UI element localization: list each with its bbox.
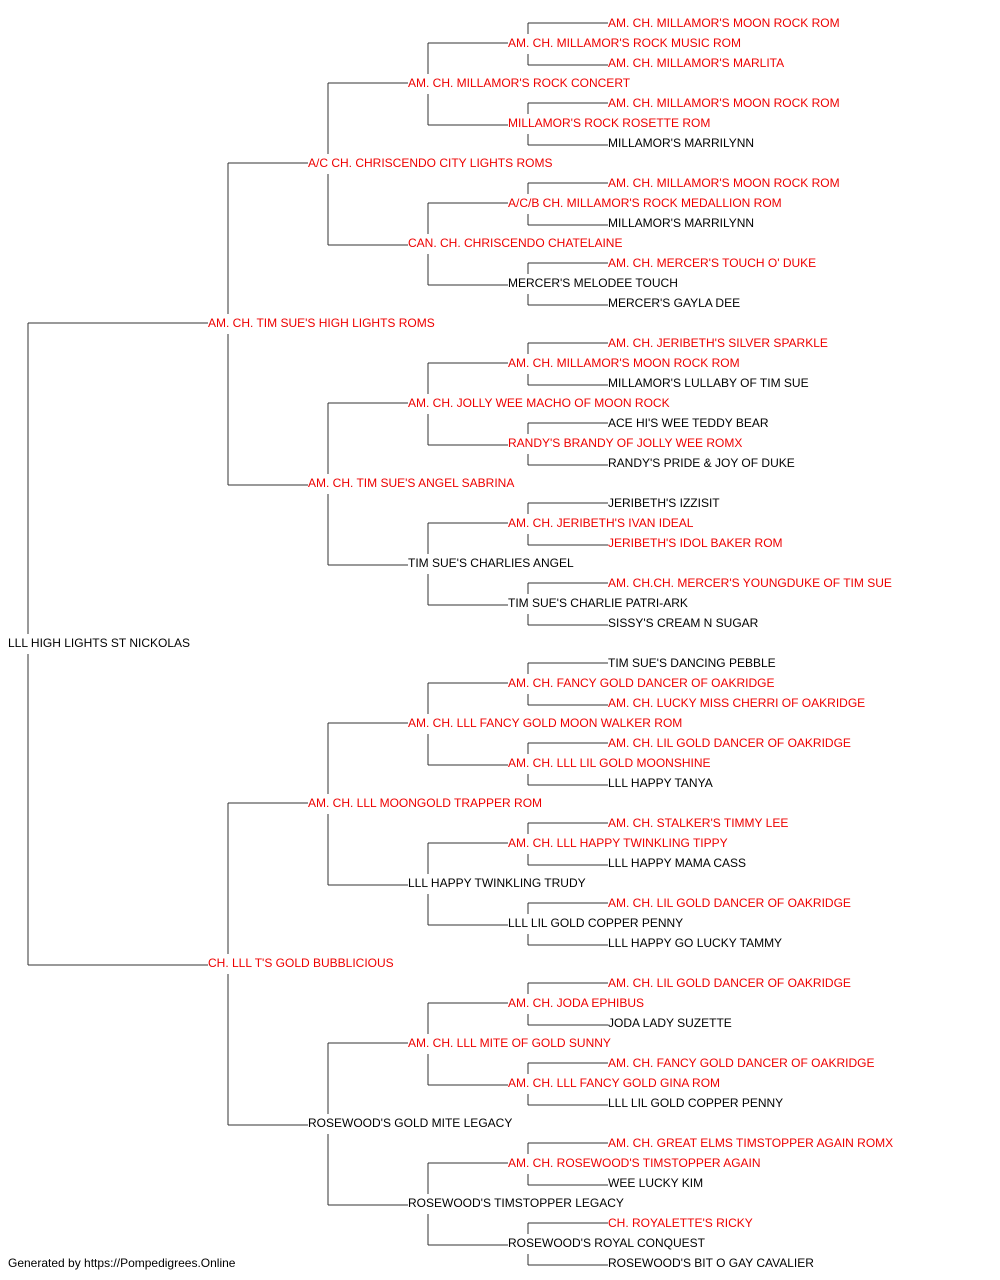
ancestor-name: ROSEWOOD'S BIT O GAY CAVALIER (608, 1256, 814, 1270)
ancestor-name: LLL HAPPY GO LUCKY TAMMY (608, 936, 782, 950)
ancestor-name: AM. CH. MILLAMOR'S MOON ROCK ROM (508, 356, 740, 370)
ancestor-name: AM. CH. LLL FANCY GOLD GINA ROM (508, 1076, 720, 1090)
ancestor-name: AM. CH. LLL MOONGOLD TRAPPER ROM (308, 796, 542, 810)
ancestor-name: AM. CH. JERIBETH'S SILVER SPARKLE (608, 336, 828, 350)
ancestor-name: JERIBETH'S IDOL BAKER ROM (608, 536, 783, 550)
ancestor-name: LLL HAPPY TANYA (608, 776, 713, 790)
connector-lines (27, 22, 608, 1266)
ancestor-name: CH. LLL T'S GOLD BUBBLICIOUS (208, 956, 394, 970)
footer-credit: Generated by https://Pompedigrees.Online (8, 1256, 236, 1270)
ancestor-name: MILLAMOR'S MARRILYNN (608, 136, 754, 150)
ancestor-name: TIM SUE'S DANCING PEBBLE (608, 656, 776, 670)
ancestor-name: AM. CH. ROSEWOOD'S TIMSTOPPER AGAIN (508, 1156, 761, 1170)
ancestor-name: AM. CH. STALKER'S TIMMY LEE (608, 816, 788, 830)
ancestor-name: AM. CH. MILLAMOR'S MARLITA (608, 56, 784, 70)
ancestor-name: MERCER'S GAYLA DEE (608, 296, 740, 310)
ancestor-name: AM. CH. LLL MITE OF GOLD SUNNY (408, 1036, 611, 1050)
ancestor-name: AM. CH. LLL LIL GOLD MOONSHINE (508, 756, 711, 770)
ancestor-name: MILLAMOR'S MARRILYNN (608, 216, 754, 230)
ancestor-name: ACE HI'S WEE TEDDY BEAR (608, 416, 769, 430)
ancestor-name: WEE LUCKY KIM (608, 1176, 703, 1190)
ancestor-name: AM. CH. MILLAMOR'S MOON ROCK ROM (608, 176, 840, 190)
ancestor-name: AM. CH. TIM SUE'S ANGEL SABRINA (308, 476, 514, 490)
ancestor-name: ROSEWOOD'S TIMSTOPPER LEGACY (408, 1196, 624, 1210)
ancestor-name: AM. CH. LIL GOLD DANCER OF OAKRIDGE (608, 896, 851, 910)
ancestor-name: A/C CH. CHRISCENDO CITY LIGHTS ROMS (308, 156, 552, 170)
ancestor-name: TIM SUE'S CHARLIE PATRI-ARK (508, 596, 688, 610)
ancestor-name: AM. CH. FANCY GOLD DANCER OF OAKRIDGE (508, 676, 774, 690)
ancestor-name: SISSY'S CREAM N SUGAR (608, 616, 759, 630)
ancestor-name: AM. CH. LLL HAPPY TWINKLING TIPPY (508, 836, 728, 850)
ancestor-name: TIM SUE'S CHARLIES ANGEL (408, 556, 574, 570)
ancestor-name: RANDY'S BRANDY OF JOLLY WEE ROMX (508, 436, 742, 450)
ancestor-name: AM. CH. TIM SUE'S HIGH LIGHTS ROMS (208, 316, 435, 330)
ancestor-name: LLL HAPPY MAMA CASS (608, 856, 746, 870)
ancestor-name: AM. CH. LLL FANCY GOLD MOON WALKER ROM (408, 716, 682, 730)
ancestor-name: AM. CH. MERCER'S TOUCH O' DUKE (608, 256, 816, 270)
ancestor-name: JERIBETH'S IZZISIT (608, 496, 720, 510)
ancestor-name: AM. CH. FANCY GOLD DANCER OF OAKRIDGE (608, 1056, 874, 1070)
ancestor-name: AM. CH. JERIBETH'S IVAN IDEAL (508, 516, 694, 530)
ancestor-name: JODA LADY SUZETTE (608, 1016, 732, 1030)
ancestor-name: AM. CH. MILLAMOR'S MOON ROCK ROM (608, 96, 840, 110)
ancestor-name: AM. CH. LUCKY MISS CHERRI OF OAKRIDGE (608, 696, 865, 710)
dog-names: LLL HIGH LIGHTS ST NICKOLAS AM. CH. TIM S… (8, 16, 893, 1270)
ancestor-name: AM. CH. MILLAMOR'S ROCK CONCERT (408, 76, 631, 90)
ancestor-name: RANDY'S PRIDE & JOY OF DUKE (608, 456, 795, 470)
ancestor-name: MILLAMOR'S ROCK ROSETTE ROM (508, 116, 710, 130)
ancestor-name: AM. CH.CH. MERCER'S YOUNGDUKE OF TIM SUE (608, 576, 892, 590)
ancestor-name: LLL LIL GOLD COPPER PENNY (508, 916, 683, 930)
ancestor-name: ROSEWOOD'S ROYAL CONQUEST (508, 1236, 706, 1250)
ancestor-name: CAN. CH. CHRISCENDO CHATELAINE (408, 236, 622, 250)
ancestor-name: ROSEWOOD'S GOLD MITE LEGACY (308, 1116, 512, 1130)
subject-dog-name: LLL HIGH LIGHTS ST NICKOLAS (8, 636, 190, 650)
ancestor-name: AM. CH. MILLAMOR'S MOON ROCK ROM (608, 16, 840, 30)
ancestor-name: AM. CH. JOLLY WEE MACHO OF MOON ROCK (408, 396, 670, 410)
ancestor-name: MERCER'S MELODEE TOUCH (508, 276, 678, 290)
ancestor-name: AM. CH. GREAT ELMS TIMSTOPPER AGAIN ROMX (608, 1136, 893, 1150)
ancestor-name: A/C/B CH. MILLAMOR'S ROCK MEDALLION ROM (508, 196, 782, 210)
ancestor-name: LLL HAPPY TWINKLING TRUDY (408, 876, 586, 890)
ancestor-name: AM. CH. LIL GOLD DANCER OF OAKRIDGE (608, 736, 851, 750)
ancestor-name: AM. CH. JODA EPHIBUS (508, 996, 644, 1010)
ancestor-name: AM. CH. MILLAMOR'S ROCK MUSIC ROM (508, 36, 741, 50)
ancestor-name: CH. ROYALETTE'S RICKY (608, 1216, 753, 1230)
ancestor-name: MILLAMOR'S LULLABY OF TIM SUE (608, 376, 809, 390)
ancestor-name: LLL LIL GOLD COPPER PENNY (608, 1096, 783, 1110)
ancestor-name: AM. CH. LIL GOLD DANCER OF OAKRIDGE (608, 976, 851, 990)
